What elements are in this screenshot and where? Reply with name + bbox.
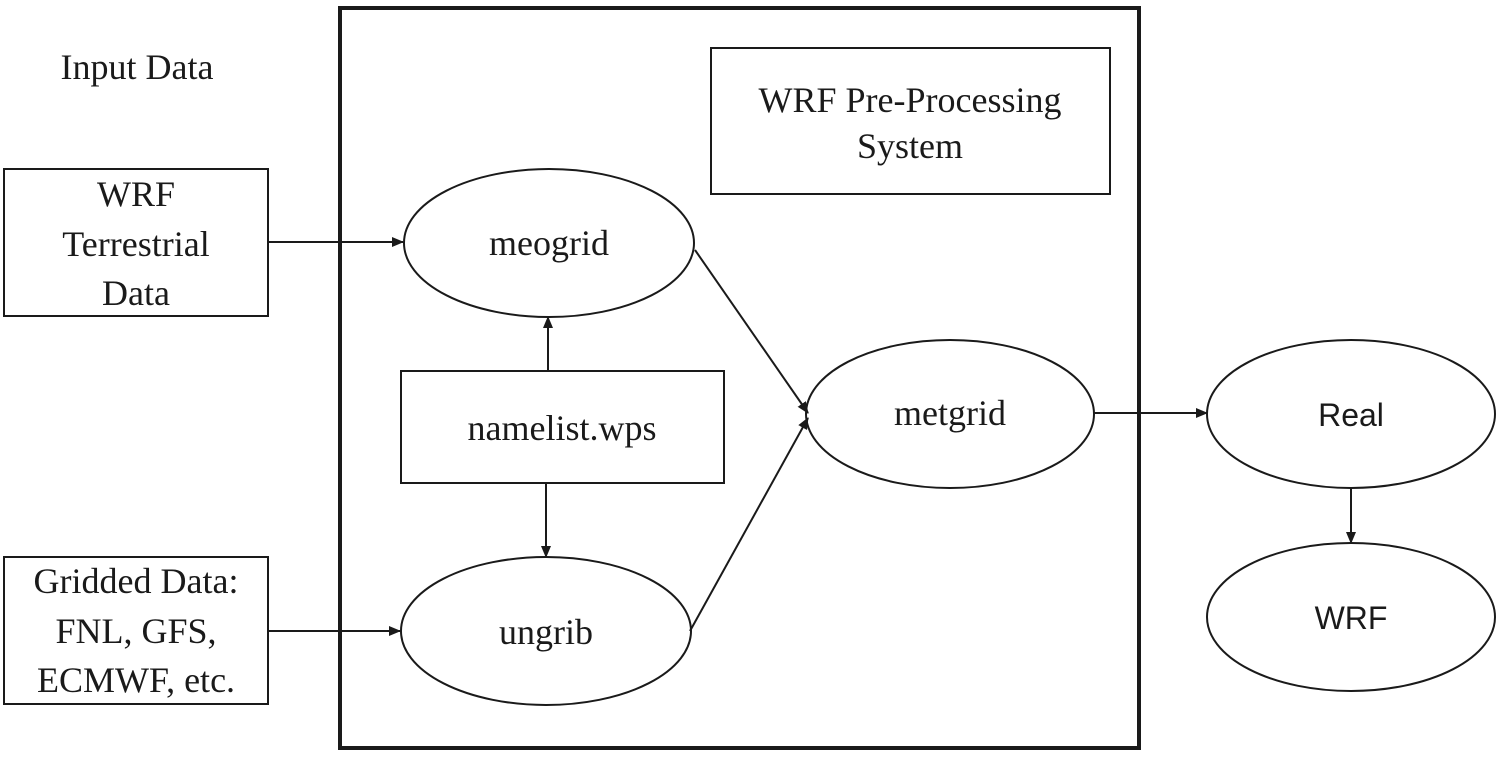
terrestrial-line-1: WRF — [97, 174, 175, 214]
namelist-box — [400, 370, 725, 484]
wrf-label: WRF — [1315, 600, 1388, 636]
metgrid-label: metgrid — [894, 393, 1006, 433]
system-title-line-2: System — [857, 126, 963, 166]
wps-system-frame — [338, 6, 1141, 750]
gridded-data-box — [3, 556, 269, 705]
arrow-ungrib-to-metgrid — [689, 417, 809, 632]
terrestrial-line-3: Data — [102, 273, 170, 313]
arrow-meogrid-to-metgrid — [694, 249, 809, 414]
input-data-label: Input Data — [61, 47, 214, 87]
terrestrial-line-2: Terrestrial — [62, 224, 209, 264]
namelist-label: namelist.wps — [468, 408, 657, 448]
real-label: Real — [1318, 397, 1384, 433]
meogrid-label: meogrid — [489, 223, 609, 263]
gridded-line-1: Gridded Data: — [34, 561, 239, 601]
gridded-line-3: ECMWF, etc. — [37, 660, 235, 700]
terrestrial-data-box — [3, 168, 269, 317]
system-title-box — [710, 47, 1111, 195]
system-title-line-1: WRF Pre-Processing — [759, 80, 1062, 120]
ungrib-label: ungrib — [499, 612, 593, 652]
gridded-line-2: FNL, GFS, — [55, 611, 216, 651]
